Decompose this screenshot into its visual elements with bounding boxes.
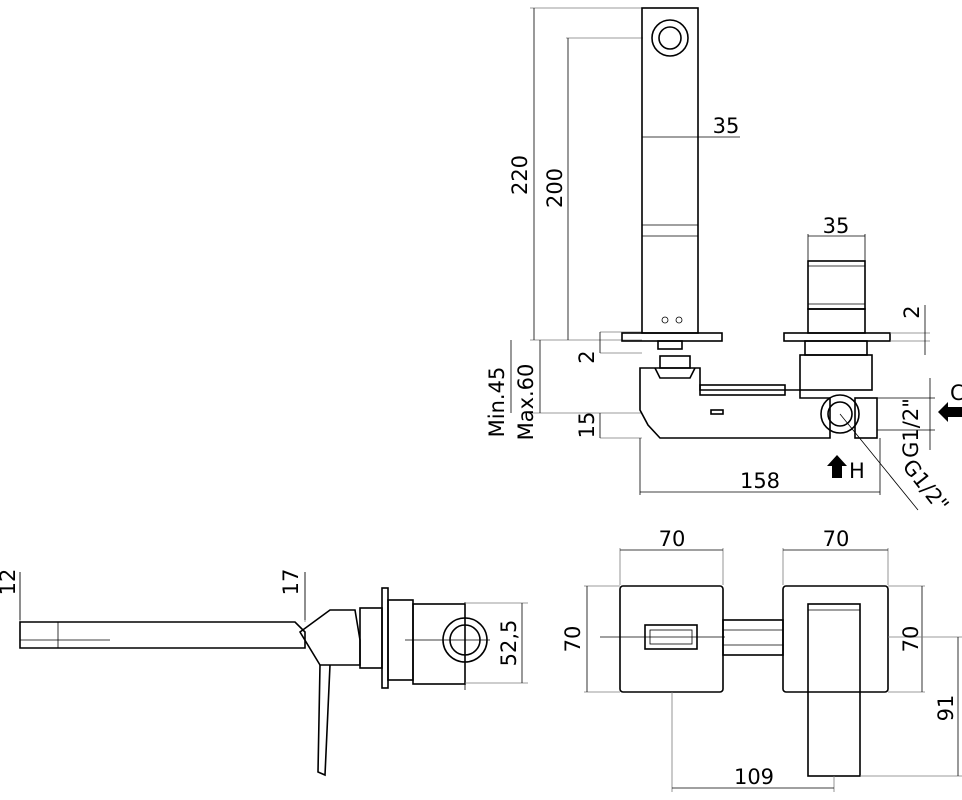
dim-handle-plate: 2 <box>900 305 924 318</box>
side-view: 12 17 52,5 <box>0 569 528 777</box>
dim-body-diameter: 52,5 <box>497 620 521 667</box>
side-spout <box>19 621 306 649</box>
dim-spout-plate-width: 70 <box>659 527 686 551</box>
dim-handle-plate-height: 70 <box>899 626 923 653</box>
dim-plate-to-spout: 17 <box>279 569 303 596</box>
spout-aerator <box>651 19 689 57</box>
cold-arrow-icon <box>938 402 962 422</box>
dim-handle-drop: 91 <box>934 695 958 722</box>
handle-cap <box>807 260 866 310</box>
side-wall-plate <box>381 587 389 689</box>
dim-spout-width: 35 <box>713 114 740 138</box>
dim-handle-width: 35 <box>823 214 850 238</box>
hot-inlet-label: H <box>849 459 865 483</box>
cold-inlet-label: C <box>950 381 962 405</box>
elevation-view: 220 200 35 35 2 2 Min.45 Max.60 15 158 G… <box>485 7 962 517</box>
side-lever <box>317 664 331 777</box>
dim-min-depth: Min.45 <box>485 367 509 438</box>
front-spout-plate <box>619 585 724 693</box>
dim-spout-thickness: 12 <box>0 569 20 596</box>
dim-max-depth: Max.60 <box>514 364 538 441</box>
dim-overall-height: 220 <box>508 155 532 195</box>
dim-spout-height: 200 <box>543 168 567 208</box>
front-handle-lever <box>807 603 861 777</box>
dim-handle-plate-width: 70 <box>823 527 850 551</box>
dim-spout-plate-height: 70 <box>561 626 585 653</box>
dim-pipe-offset: 15 <box>575 412 599 439</box>
dim-centre-distance: 109 <box>734 765 774 789</box>
handle-wall-plate <box>783 332 891 342</box>
hot-arrow-icon <box>827 455 847 478</box>
dim-inlet-bottom: G1/2" <box>898 455 954 517</box>
front-handle-plate <box>782 585 889 693</box>
cold-inlet-fitting <box>820 394 860 434</box>
dim-inlet-side: G1/2" <box>899 398 923 458</box>
dim-overall-length: 158 <box>740 469 780 493</box>
front-view: 70 70 70 70 91 109 <box>561 527 962 792</box>
dim-spout-plate: 2 <box>575 350 599 363</box>
